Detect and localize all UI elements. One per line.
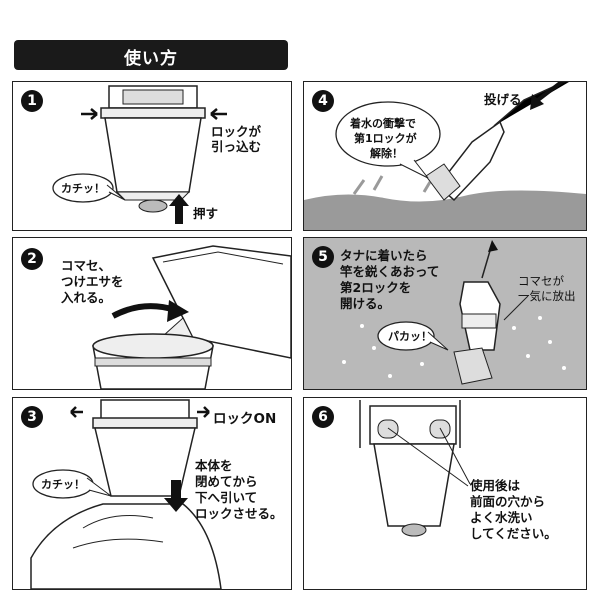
step-5-text-1: タナに着いたら	[340, 248, 428, 263]
step-3-bubble-text: カチッ！	[41, 478, 85, 491]
step-1-lock-text-1: ロックが	[211, 124, 262, 139]
step-4-bubble-text-2: 第1ロックが	[354, 132, 417, 145]
step-6-text-3: よく水洗い	[470, 510, 533, 525]
step-5-panel: 5 タナに着いたら 竿を鋭くあおって 第2ロックを 開ける。 コマセが 一気に放…	[303, 237, 587, 390]
step-3-panel: 3 ロックON 本体を 閉めてから 下へ引いて ロックさせる。 カチッ！	[12, 397, 292, 590]
step-4-illustration	[304, 82, 586, 230]
step-5-side-text-1: コマセが	[518, 274, 564, 288]
step-5-text-2: 竿を鋭くあおって	[340, 264, 440, 279]
step-6-text-4: してください。	[470, 526, 557, 541]
step-1-illustration	[52, 85, 227, 224]
section-title-bar: 使い方	[14, 40, 288, 70]
step-5-text-4: 開ける。	[340, 296, 391, 311]
step-2-text-2: つけエサを	[61, 274, 124, 289]
step-3-illustration	[30, 399, 222, 589]
step-1-number: 1	[21, 90, 43, 112]
step-5-bubble-text: パカッ！	[388, 330, 432, 343]
step-6-illustration	[359, 400, 471, 537]
step-1-bubble-text: カチッ！	[61, 182, 105, 195]
step-6-text-2: 前面の穴から	[470, 494, 546, 509]
step-2-illustration	[92, 245, 291, 389]
step-4-throw-label: 投げる	[484, 92, 522, 107]
step-3-lock-on: ロックON	[213, 411, 277, 427]
step-2-text-1: コマセ、	[61, 258, 112, 273]
step-4-bubble-text-3: 解除！	[370, 147, 403, 160]
step-1-panel: 1 ロックが 引っ込む カチッ！ 押す	[12, 81, 292, 231]
step-5-number: 5	[312, 246, 334, 268]
step-3-number: 3	[21, 406, 43, 428]
step-6-text-1: 使用後は	[470, 478, 521, 493]
step-5-illustration	[342, 240, 566, 385]
step-1-push-label: 押す	[193, 206, 219, 221]
step-2-text-3: 入れる。	[61, 290, 112, 305]
step-2-panel: 2 コマセ、 つけエサを 入れる。	[12, 237, 292, 390]
step-3-text-3: 下へ引いて	[195, 490, 258, 505]
step-4-number: 4	[312, 90, 334, 112]
step-6-panel: 6 使用後は 前面の穴から よく水洗い してください。	[303, 397, 587, 590]
section-title: 使い方	[124, 49, 178, 69]
step-3-text-1: 本体を	[195, 458, 233, 473]
step-4-panel: 4 投げる 着水の衝撃で 第1ロックが 解除！	[303, 81, 587, 231]
step-5-text-3: 第2ロックを	[340, 280, 412, 295]
step-2-number: 2	[21, 248, 43, 270]
step-6-number: 6	[312, 406, 334, 428]
step-3-text-2: 閉めてから	[195, 474, 258, 489]
step-1-lock-text-2: 引っ込む	[211, 139, 262, 154]
step-3-text-4: ロックさせる。	[195, 506, 283, 521]
step-4-bubble-text-1: 着水の衝撃で	[350, 117, 416, 130]
step-5-side-text-2: 一気に放出	[518, 289, 576, 303]
